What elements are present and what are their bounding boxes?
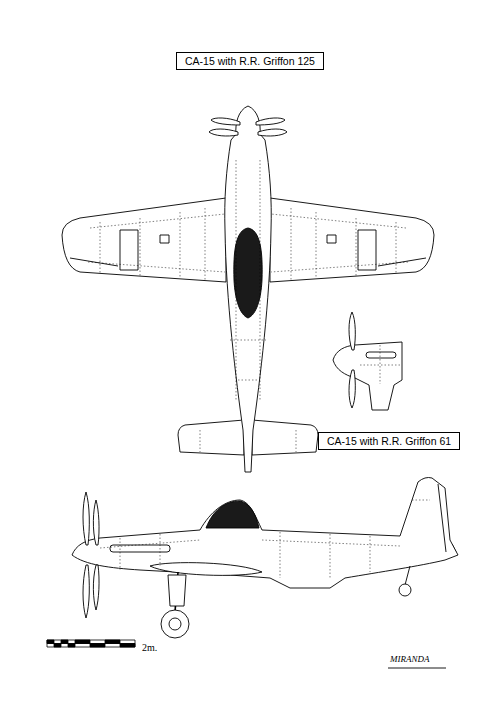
tail-strut (405, 566, 410, 585)
scale-bar (47, 640, 135, 647)
rudder-line (438, 484, 446, 552)
propeller-rear (209, 129, 287, 136)
wing-panel (327, 235, 336, 243)
propeller-side (83, 492, 99, 618)
box-text: CA-15 with R.R. Griffon 61 (327, 435, 451, 447)
signature-underline (388, 668, 446, 669)
propeller-front (211, 118, 285, 125)
rivet-lines (100, 500, 430, 578)
cowling (333, 342, 402, 410)
fuselage (225, 106, 272, 472)
tailplane-right (252, 420, 318, 455)
aileron-line (70, 258, 426, 266)
variant-box: CA-15 with R.R. Griffon 61 (318, 432, 460, 450)
box-text: CA-15 with R.R. Griffon 125 (185, 55, 315, 67)
wing-panel (160, 235, 169, 243)
rivet-lines (88, 0, 496, 452)
tail-wheel (399, 584, 411, 596)
exhaust (366, 352, 396, 358)
tailplane-left (178, 420, 244, 455)
propeller (349, 312, 355, 408)
canopy (234, 228, 262, 318)
fuselage-side (72, 478, 458, 589)
flap-outline (120, 230, 138, 270)
wing-section (150, 563, 262, 576)
canopy-side (206, 501, 259, 528)
wing-left (62, 198, 226, 282)
plan-view (62, 0, 496, 472)
wing-right (270, 198, 434, 282)
exhaust-stubs (110, 545, 170, 552)
signature: MIRANDA (390, 654, 430, 664)
side-view (72, 478, 458, 639)
main-wheel (161, 610, 189, 638)
scale-label: 2m. (142, 642, 157, 653)
flap-outline (358, 230, 376, 270)
griffon-61-nose (333, 312, 402, 410)
gear-door (168, 575, 186, 606)
title-box: CA-15 with R.R. Griffon 125 (176, 52, 324, 70)
